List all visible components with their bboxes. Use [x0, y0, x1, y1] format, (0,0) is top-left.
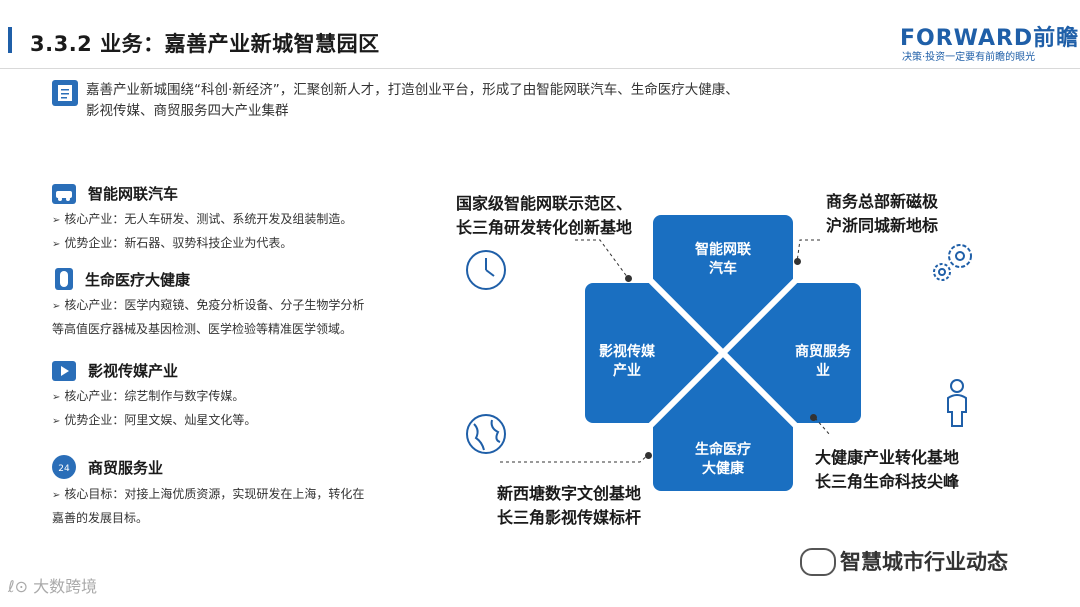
section-trade: 24 商贸服务业 ➢核心目标：对接上海优质资源，实现研发在上海，转化在 嘉善的发… — [52, 455, 364, 529]
24h-icon: 24 — [52, 455, 76, 479]
section-line: ➢核心产业：医学内窥镜、免疫分析设备、分子生物学分析 — [52, 298, 365, 312]
section-line: 等高值医疗器械及基因检测、医学检验等精准医学领域。 — [52, 322, 353, 336]
wechat-icon — [800, 548, 836, 576]
section-car: 智能网联汽车 ➢核心产业：无人车研发、测试、系统开发及组装制造。 ➢优势企业：新… — [52, 183, 352, 256]
section-line: ➢核心产业：综艺制作与数字传媒。 — [52, 389, 245, 403]
connector-dot — [645, 452, 652, 459]
tile-bottom — [653, 353, 793, 491]
person-icon — [947, 379, 967, 427]
brand-logo: FORWARD前瞻 — [900, 26, 1080, 51]
section-media: 影视传媒产业 ➢核心产业：综艺制作与数字传媒。 ➢优势企业：阿里文娱、灿星文化等… — [52, 360, 256, 433]
industry-diagram: 智能网联汽车 影视传媒产业 商贸服务业 生命医疗大健康 — [585, 215, 861, 491]
section-line: ➢核心产业：无人车研发、测试、系统开发及组装制造。 — [52, 212, 353, 226]
callout-bottom-left: 新西塘数字文创基地长三角影视传媒标杆 — [497, 484, 642, 527]
intro-line: 嘉善产业新城围绕“科创·新经济”，汇聚创新人才，打造创业平台，形成了由智能网联汽… — [86, 82, 739, 98]
section-title: 影视传媒产业 — [88, 362, 179, 380]
callout-top-left: 国家级智能网联示范区、长三角研发转化创新基地 — [456, 194, 633, 237]
wechat-account-name: 智慧城市行业动态 — [840, 550, 1008, 574]
section-medical: 生命医疗大健康 ➢核心产业：医学内窥镜、免疫分析设备、分子生物学分析 等高值医疗… — [52, 268, 364, 340]
callout-top-right: 商务总部新磁极沪浙同城新地标 — [826, 192, 939, 235]
tile-label-bottom: 生命医疗大健康 — [695, 442, 751, 477]
document-icon — [52, 80, 78, 106]
globe-icon — [466, 414, 506, 454]
clock-icon — [466, 250, 506, 290]
callout-bottom-right: 大健康产业转化基地长三角生命科技尖峰 — [815, 448, 960, 491]
section-title: 商贸服务业 — [88, 458, 164, 477]
section-line: ➢优势企业：新石器、驭势科技企业为代表。 — [52, 236, 293, 250]
section-title: 生命医疗大健康 — [85, 270, 191, 289]
connector-dot — [810, 414, 817, 421]
gears-icon — [933, 244, 972, 281]
section-line: 嘉善的发展目标。 — [52, 511, 149, 525]
section-line: ➢优势企业：阿里文娱、灿星文化等。 — [52, 413, 257, 427]
tile-label-right: 商贸服务业 — [795, 344, 851, 379]
footer-watermark: ℓ⊙ 大数跨境 — [8, 577, 98, 596]
section-line: ➢核心目标：对接上海优质资源，实现研发在上海，转化在 — [52, 487, 365, 501]
car-icon — [52, 183, 76, 204]
connector-dot — [625, 275, 632, 282]
header-divider — [0, 68, 1080, 69]
intro-line: 影视传媒、商贸服务四大产业集群 — [86, 103, 289, 119]
page-title: 3.3.2 业务：嘉善产业新城智慧园区 — [30, 32, 380, 56]
section-title: 智能网联汽车 — [88, 185, 179, 203]
watermark-logo-icon: ℓ⊙ — [8, 577, 34, 596]
medicine-icon — [55, 268, 73, 290]
video-icon — [52, 360, 76, 381]
diagram-cross-lines — [585, 215, 861, 491]
svg-text:24: 24 — [58, 464, 70, 474]
tile-label-left: 影视传媒产业 — [599, 344, 655, 379]
tile-label-top: 智能网联汽车 — [695, 242, 751, 277]
title-accent-bar — [8, 27, 12, 53]
connector-dot — [794, 258, 801, 265]
intro-paragraph: 嘉善产业新城围绕“科创·新经济”，汇聚创新人才，打造创业平台，形成了由智能网联汽… — [86, 80, 876, 122]
brand-slogan: 决策·投资一定要有前瞻的眼光 — [902, 52, 1036, 63]
